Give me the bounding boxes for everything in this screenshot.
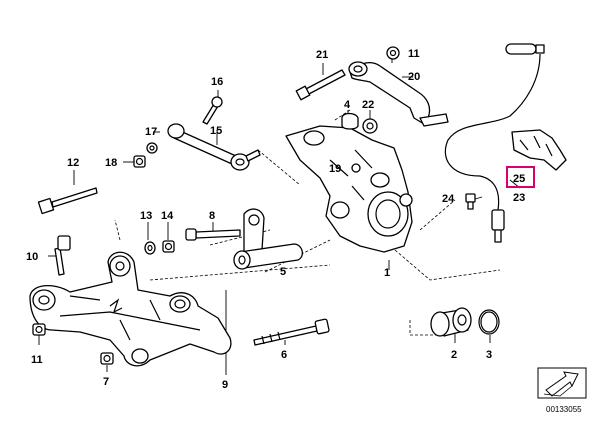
label-1: 1 <box>384 267 390 279</box>
rear-axle-carrier <box>29 251 232 367</box>
label-14: 14 <box>161 210 174 222</box>
wheel-carrier <box>285 125 413 253</box>
label-4: 4 <box>344 99 351 111</box>
view-direction-arrow-icon <box>537 367 587 399</box>
label-9: 9 <box>222 379 228 391</box>
upper-control-arm <box>348 61 449 127</box>
label-18: 18 <box>105 157 117 169</box>
bolt-16 <box>202 96 223 125</box>
label-5: 5 <box>280 266 286 278</box>
bolt-19 <box>351 163 361 173</box>
bolt-21 <box>295 69 346 101</box>
label-24: 24 <box>442 193 455 205</box>
label-15: 15 <box>210 125 222 137</box>
label-12: 12 <box>67 157 79 169</box>
highlight-box <box>506 166 535 188</box>
label-23: 23 <box>513 192 525 204</box>
label-16: 16 <box>211 76 223 88</box>
link-rod <box>167 123 261 171</box>
bolt-12 <box>37 187 98 215</box>
washers-13-14 <box>144 240 175 255</box>
label-7: 7 <box>103 376 109 388</box>
reference-number: 00133055 <box>546 405 582 414</box>
label-21: 21 <box>316 49 328 61</box>
bushing-2 <box>430 307 472 337</box>
label-11-top: 11 <box>408 48 420 60</box>
label-2: 2 <box>451 349 457 361</box>
bolt-10 <box>54 235 71 276</box>
leader-lines <box>38 58 521 375</box>
label-22: 22 <box>362 99 374 111</box>
label-13: 13 <box>140 210 152 222</box>
nut-22 <box>362 118 378 134</box>
speed-sensor <box>444 43 567 243</box>
nut-11-top <box>386 46 400 60</box>
label-8: 8 <box>209 210 215 222</box>
label-20: 20 <box>408 71 420 83</box>
washers-17-18 <box>133 142 158 168</box>
label-10: 10 <box>26 251 38 263</box>
bolt-24 <box>465 193 476 210</box>
bolt-6 <box>253 318 330 346</box>
label-19: 19 <box>329 163 341 175</box>
label-25: 25 <box>513 173 525 185</box>
part-labels: 1 2 3 4 5 6 7 8 9 10 11 11 12 13 14 15 1… <box>26 48 582 414</box>
label-6: 6 <box>281 349 287 361</box>
label-11-bottom: 11 <box>31 354 43 366</box>
label-3: 3 <box>486 349 492 361</box>
cap-4 <box>341 112 359 130</box>
label-17: 17 <box>145 126 157 138</box>
guide-link <box>185 208 265 260</box>
dashed-guides <box>114 109 501 336</box>
nut-7 <box>100 352 114 365</box>
bushing-5 <box>233 243 304 270</box>
nut-11-bottom <box>32 323 46 336</box>
ring-3 <box>478 309 500 335</box>
